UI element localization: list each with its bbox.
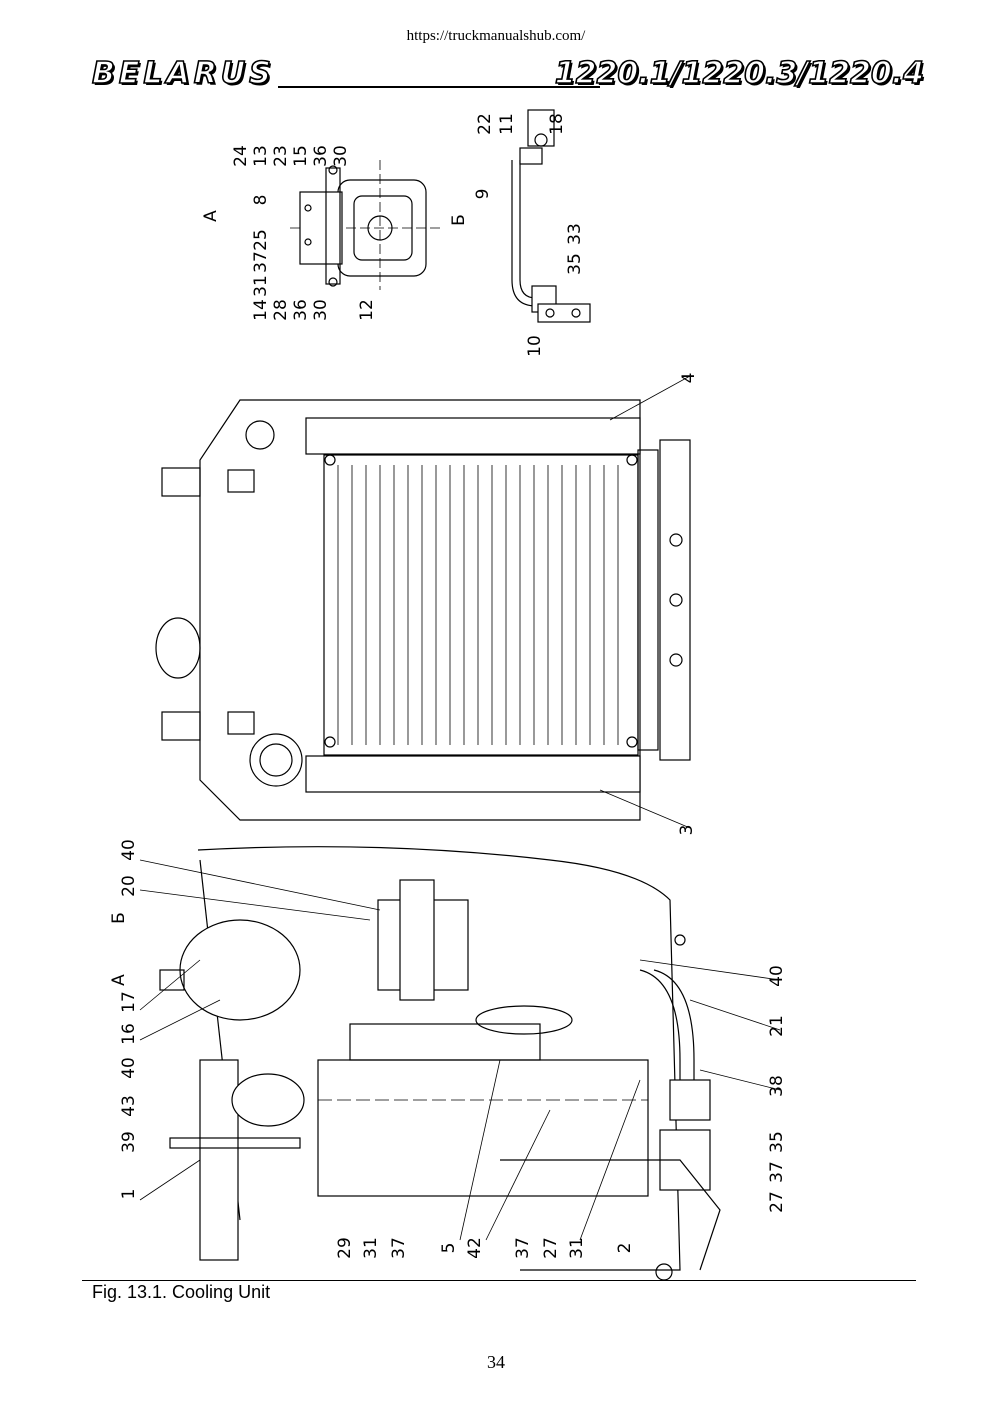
callout: 14 (251, 299, 271, 321)
callout: 12 (357, 299, 377, 321)
callout: 15 (291, 145, 311, 167)
callout: 11 (497, 113, 517, 135)
callout: 27 (541, 1237, 561, 1259)
callout: 36 (291, 299, 311, 321)
brand-logo: BELARUS (91, 55, 275, 92)
callout: 28 (271, 299, 291, 321)
callout: 23 (271, 145, 291, 167)
callout: 36 (311, 145, 331, 167)
cooling-unit-side-view (159, 846, 721, 1280)
callout: 17 (119, 991, 139, 1013)
callout: 29 (335, 1237, 355, 1259)
callout: 42 (465, 1237, 485, 1259)
callout: 18 (547, 113, 567, 135)
leader-lines (139, 375, 781, 1241)
callout: 43 (119, 1095, 139, 1117)
callout: 35 (767, 1131, 787, 1153)
caption-rule (82, 1280, 916, 1281)
header-rule (278, 86, 600, 88)
callouts-view-a: 24 13 23 15 36 30 8 25 37 31 14 28 36 30… (201, 145, 377, 321)
view-b-bracket (511, 109, 591, 323)
callout: 27 (767, 1191, 787, 1213)
callout: 13 (251, 145, 271, 167)
callout: 40 (767, 965, 787, 987)
callout: 40 (119, 1057, 139, 1079)
callout: 37 (251, 251, 271, 273)
callout: 30 (331, 145, 351, 167)
callout: 39 (119, 1131, 139, 1153)
callout: 4 (679, 373, 699, 384)
view-label-a: А (201, 210, 221, 222)
callout: 10 (525, 335, 545, 357)
callout: 37 (389, 1237, 409, 1259)
callout: 5 (439, 1243, 459, 1254)
callouts-front-view: 4 3 (677, 373, 699, 836)
callouts-side-view: 40 20 Б А 17 16 40 43 39 1 29 31 37 5 42… (109, 839, 787, 1259)
view-label-b2: Б (109, 912, 129, 924)
callout: 16 (119, 1023, 139, 1045)
source-url[interactable]: https://truckmanualshub.com/ (406, 28, 586, 44)
callout: 31 (251, 275, 271, 297)
view-a-detail (290, 160, 440, 290)
radiator-front-view (155, 399, 691, 821)
callout: 21 (767, 1015, 787, 1037)
callout: 35 (565, 253, 585, 275)
callout: 31 (361, 1237, 381, 1259)
radiator-fins (337, 465, 619, 745)
callouts-view-b: 22 11 18 9 33 35 10 Б (449, 113, 585, 357)
callout: 8 (251, 195, 271, 206)
view-label-a2: А (109, 974, 129, 986)
callout: 22 (475, 113, 495, 135)
callout: 37 (513, 1237, 533, 1259)
callout: 31 (567, 1237, 587, 1259)
page-number: 34 (487, 1352, 505, 1372)
callout: 30 (311, 299, 331, 321)
callout: 2 (615, 1243, 635, 1254)
callout: 33 (565, 223, 585, 245)
figure-caption: Fig. 13.1. Cooling Unit (92, 1282, 271, 1302)
callout: 25 (251, 229, 271, 251)
cooling-unit-diagram: 24 13 23 15 36 30 8 25 37 31 14 28 36 30… (80, 100, 920, 1280)
callout: 37 (767, 1161, 787, 1183)
callout: 20 (119, 875, 139, 897)
view-label-b: Б (449, 214, 469, 226)
model-title: 1220.1/1220.3/1220.4 (554, 55, 925, 92)
callout: 9 (473, 189, 493, 200)
callout: 24 (231, 145, 251, 167)
callout: 1 (119, 1189, 139, 1200)
callout: 3 (677, 825, 697, 836)
diagram-canvas: 24 13 23 15 36 30 8 25 37 31 14 28 36 30… (109, 109, 787, 1280)
callout: 38 (767, 1075, 787, 1097)
callout: 40 (119, 839, 139, 861)
